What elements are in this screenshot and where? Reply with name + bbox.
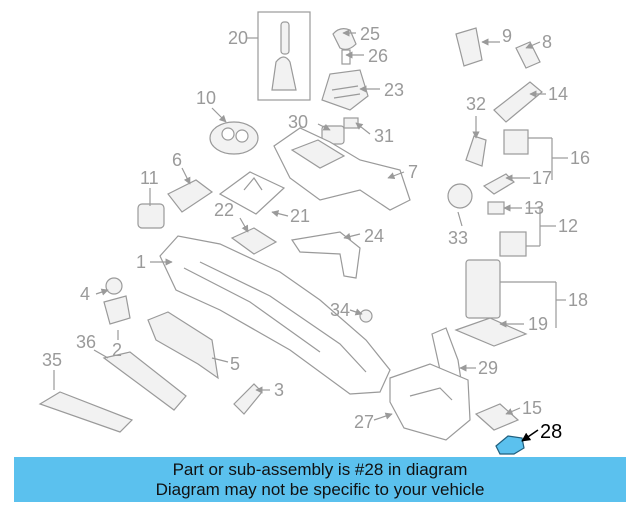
callout-labels: 20 25 26 23 9 8 10 30 31 14 32 16 17 7 6… <box>42 24 590 443</box>
callout-18: 18 <box>568 290 588 310</box>
callout-35: 35 <box>42 350 62 370</box>
part-22-bezel <box>230 227 278 255</box>
callout-32: 32 <box>466 94 486 114</box>
parts-diagram: 20 25 26 23 9 8 10 30 31 14 32 16 17 7 6… <box>38 11 590 455</box>
part-6-cover <box>167 179 214 213</box>
callout-27: 27 <box>354 412 374 432</box>
part-20-shift-boot <box>257 11 311 101</box>
callout-10: 10 <box>196 88 216 108</box>
callout-20: 20 <box>228 28 248 48</box>
part-14-trim-strip <box>493 81 543 123</box>
callout-15: 15 <box>522 398 542 418</box>
part-13-clip <box>487 201 505 215</box>
callout-12: 12 <box>558 216 578 236</box>
callout-36: 36 <box>76 332 96 352</box>
part-4-knob <box>105 277 123 295</box>
callout-22: 22 <box>214 200 234 220</box>
leader-lines <box>53 29 568 442</box>
part-19-tray <box>454 317 528 347</box>
part-25-shift-knob <box>332 28 357 65</box>
callout-28-highlighted: 28 <box>540 421 562 443</box>
callout-30: 30 <box>288 112 308 132</box>
part-31-clip <box>343 117 359 129</box>
callout-9: 9 <box>502 26 512 46</box>
callout-6: 6 <box>172 150 182 170</box>
banner-line-disclaimer: Diagram may not be specific to your vehi… <box>155 480 485 499</box>
callout-25: 25 <box>360 24 380 44</box>
callout-26: 26 <box>368 46 388 66</box>
part-5-side-panel <box>147 311 219 380</box>
part-23-shifter-housing <box>321 69 369 111</box>
callout-4: 4 <box>80 284 90 304</box>
callout-21: 21 <box>290 206 310 226</box>
callout-34: 34 <box>330 300 350 320</box>
callout-33: 33 <box>448 228 468 248</box>
part-27-armrest-base <box>389 363 471 441</box>
part-33-switch <box>447 183 473 209</box>
callout-24: 24 <box>364 226 384 246</box>
part-21-shift-boot <box>218 171 286 215</box>
callout-29: 29 <box>478 358 498 378</box>
part-18-armrest-panel <box>465 259 501 319</box>
callout-19: 19 <box>528 314 548 334</box>
callout-16: 16 <box>570 148 590 168</box>
callout-2: 2 <box>112 340 122 360</box>
callout-31: 31 <box>374 126 394 146</box>
callout-8: 8 <box>542 32 552 52</box>
part-8-bracket <box>515 41 541 69</box>
part-7-upper-console <box>273 127 411 211</box>
part-12-panel <box>499 231 527 257</box>
part-2-bracket <box>103 295 131 325</box>
part-17-bracket <box>482 173 515 195</box>
callout-23: 23 <box>384 80 404 100</box>
banner-line-part: Part or sub-assembly is #28 in diagram <box>172 460 468 479</box>
part-3-bracket <box>233 383 263 415</box>
part-35-handbrake <box>38 391 134 433</box>
part-11-ashtray <box>137 203 165 229</box>
part-15-pad <box>474 403 520 431</box>
callout-3: 3 <box>274 380 284 400</box>
part-10-cup-holder <box>209 121 259 155</box>
part-36-trim <box>102 351 187 411</box>
part-28-highlighted <box>495 435 525 455</box>
part-34-screw <box>359 309 373 323</box>
part-24-reinforcement <box>290 231 361 279</box>
part-9-bracket <box>455 27 483 67</box>
info-banner: Part or sub-assembly is #28 in diagram D… <box>14 457 626 502</box>
callout-5: 5 <box>230 354 240 374</box>
part-32-knob <box>465 135 487 167</box>
callout-17: 17 <box>532 168 552 188</box>
callout-11: 11 <box>140 168 159 188</box>
part-1-main-console <box>159 235 391 395</box>
callout-7: 7 <box>408 162 418 182</box>
callout-14: 14 <box>548 84 568 104</box>
callout-13: 13 <box>524 198 544 218</box>
part-16-panel <box>503 129 529 155</box>
callout-1: 1 <box>136 252 146 272</box>
